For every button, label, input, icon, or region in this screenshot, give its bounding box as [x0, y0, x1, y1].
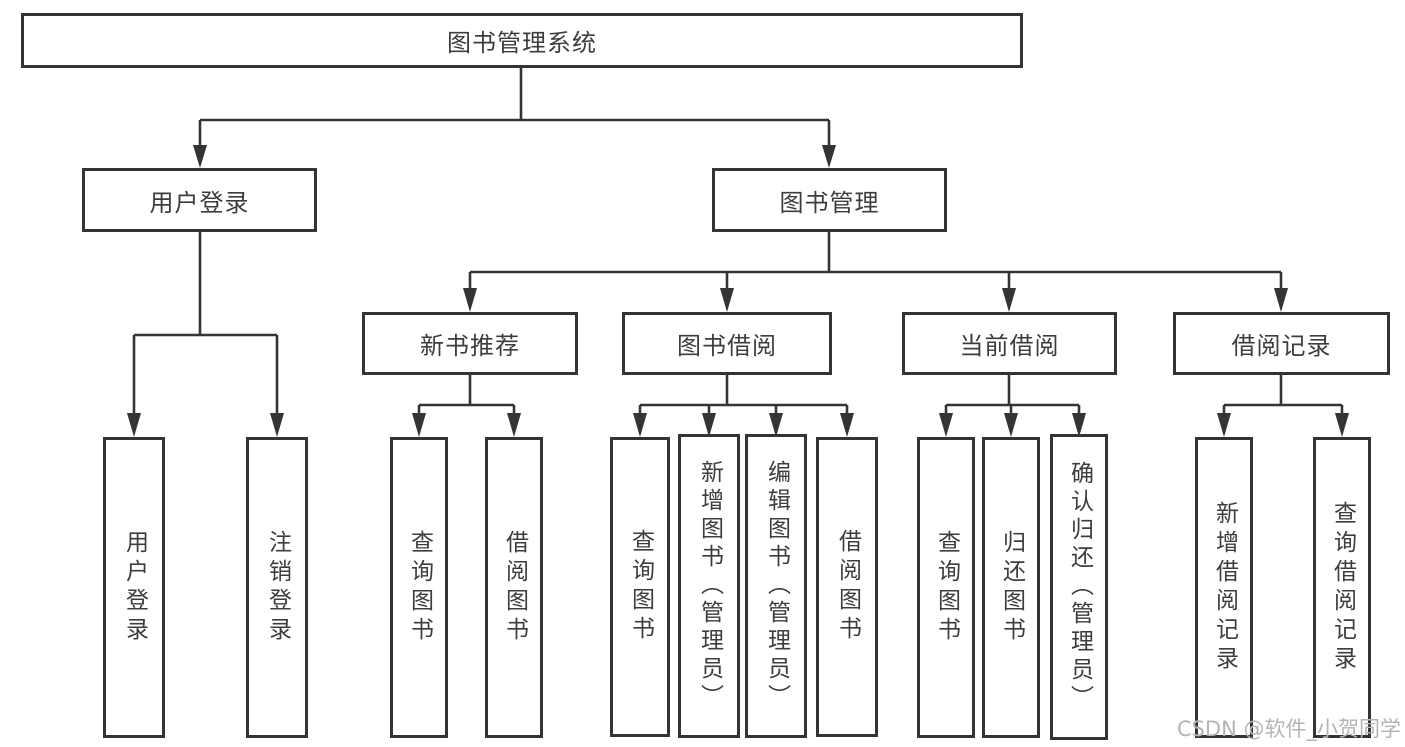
node-book-management: 图书管理 — [712, 168, 947, 232]
leaf-add-books-admin-label: 新增图书（管理员） — [696, 460, 723, 712]
leaf-current-query-books-label: 查询图书 — [933, 529, 960, 646]
node-current-borrow-label: 当前借阅 — [959, 332, 1060, 360]
node-root-label: 图书管理系统 — [447, 29, 597, 57]
leaf-recommend-borrow-books: 借阅图书 — [485, 437, 543, 738]
leaf-borrow-books-label: 借阅图书 — [834, 529, 861, 645]
leaf-user-login-label: 用户登录 — [121, 529, 148, 646]
leaf-return-books: 归还图书 — [982, 437, 1040, 738]
leaf-add-books-admin: 新增图书（管理员） — [678, 434, 740, 738]
leaf-add-borrow-record-label: 新增借阅记录 — [1211, 500, 1238, 675]
leaf-user-login: 用户登录 — [103, 437, 165, 738]
node-new-book-recommend: 新书推荐 — [362, 312, 578, 375]
leaf-return-books-label: 归还图书 — [998, 529, 1025, 646]
leaf-add-borrow-record: 新增借阅记录 — [1195, 437, 1253, 738]
node-borrow-records: 借阅记录 — [1173, 312, 1390, 375]
node-book-borrow-label: 图书借阅 — [677, 332, 777, 360]
leaf-edit-books-admin: 编辑图书（管理员） — [745, 434, 807, 738]
leaf-confirm-return-admin: 确认归还（管理员） — [1050, 434, 1108, 740]
node-user-login: 用户登录 — [82, 168, 317, 232]
leaf-query-borrow-record: 查询借阅记录 — [1313, 437, 1371, 738]
node-book-borrow: 图书借阅 — [622, 312, 832, 375]
leaf-borrow-query-books: 查询图书 — [610, 437, 670, 737]
node-new-book-recommend-label: 新书推荐 — [420, 332, 520, 360]
leaf-logout-label: 注销登录 — [264, 529, 291, 646]
node-book-management-label: 图书管理 — [779, 188, 880, 217]
leaf-edit-books-admin-label: 编辑图书（管理员） — [763, 460, 790, 712]
leaf-borrow-query-books-label: 查询图书 — [627, 529, 654, 645]
node-borrow-records-label: 借阅记录 — [1231, 332, 1332, 360]
csdn-watermark: CSDN @软件_小贺同学 — [1176, 717, 1401, 741]
node-current-borrow: 当前借阅 — [902, 312, 1117, 375]
leaf-query-borrow-record-label: 查询借阅记录 — [1329, 500, 1356, 675]
leaf-confirm-return-admin-label: 确认归还（管理员） — [1066, 461, 1093, 713]
leaf-recommend-borrow-books-label: 借阅图书 — [501, 529, 528, 646]
node-user-login-label: 用户登录 — [149, 188, 250, 217]
leaf-borrow-books: 借阅图书 — [816, 437, 878, 737]
leaf-logout: 注销登录 — [246, 437, 308, 738]
leaf-current-query-books: 查询图书 — [917, 437, 975, 738]
leaf-recommend-query-books: 查询图书 — [390, 437, 448, 738]
leaf-recommend-query-books-label: 查询图书 — [406, 529, 433, 646]
node-root: 图书管理系统 — [21, 13, 1023, 68]
